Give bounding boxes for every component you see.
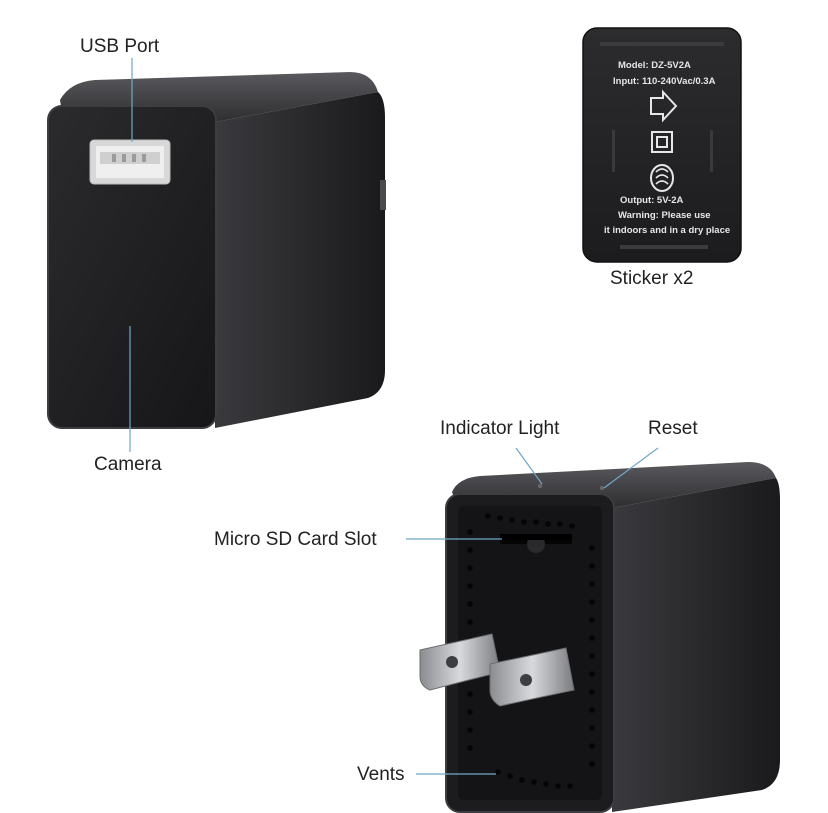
back-device: [419, 462, 780, 813]
arrow-icon: [650, 89, 678, 123]
sticker-warning-line1: Warning: Please use: [618, 210, 711, 221]
sticker: Model: DZ-5V2A Input: 110-240Vac/0.3A Ou…: [582, 27, 742, 263]
usb-port-label: USB Port: [80, 36, 160, 57]
reset-leader: [603, 447, 659, 489]
reset-label: Reset: [648, 418, 698, 439]
reset-hole: [600, 486, 604, 490]
plug-prongs: [419, 633, 575, 707]
vents-label: Vents: [357, 764, 405, 785]
front-device: [47, 72, 386, 429]
sticker-warning-line2: it indoors and in a dry place: [604, 225, 730, 236]
indicator-light: [538, 484, 542, 488]
indicator-light-label: Indicator Light: [440, 418, 560, 439]
double-insulation-icon: [651, 131, 673, 153]
indicator-light-leader: [515, 447, 543, 485]
sticker-output-text: Output: 5V-2A: [620, 195, 683, 206]
usb-port: [89, 139, 171, 185]
sticker-input-text: Input: 110-240Vac/0.3A: [613, 76, 716, 87]
sticker-model-text: Model: DZ-5V2A: [618, 60, 691, 71]
camera-label: Camera: [94, 454, 162, 475]
sticker-label: Sticker x2: [610, 268, 694, 289]
certification-icon: [650, 164, 674, 192]
vents: [467, 513, 595, 789]
micro-sd-label: Micro SD Card Slot: [214, 529, 377, 550]
micro-sd-slot: [500, 534, 572, 553]
